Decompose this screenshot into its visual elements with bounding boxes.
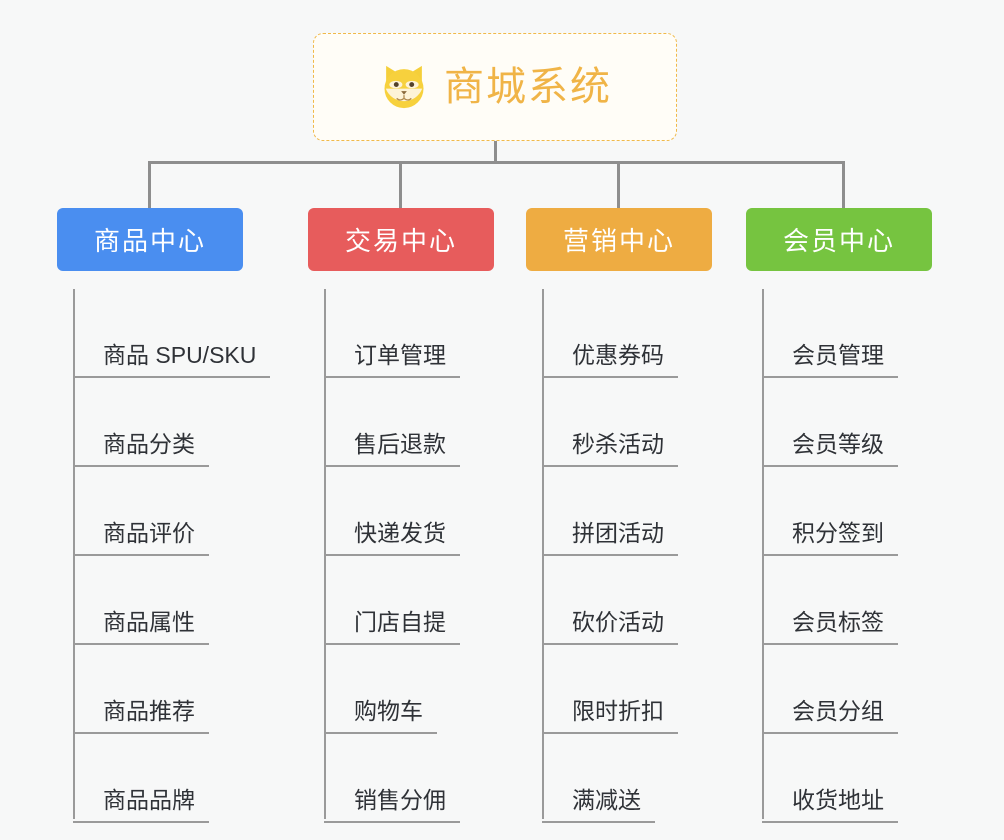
leaf-item-underline: 秒杀活动 xyxy=(542,430,678,467)
leaf-item[interactable]: 会员标签 xyxy=(746,556,932,645)
category-box-marketing-center[interactable]: 营销中心 xyxy=(526,208,712,271)
leaf-item-label: 会员分组 xyxy=(792,698,884,724)
leaf-item[interactable]: 限时折扣 xyxy=(526,645,712,734)
leaf-item[interactable]: 商品属性 xyxy=(57,556,243,645)
dog-face-icon xyxy=(384,65,424,109)
leaf-item-underline: 砍价活动 xyxy=(542,608,678,645)
leaf-item-label: 商品属性 xyxy=(103,609,195,635)
leaf-item-underline: 销售分佣 xyxy=(324,786,460,823)
leaf-item-label: 订单管理 xyxy=(354,342,446,368)
leaf-item[interactable]: 商品推荐 xyxy=(57,645,243,734)
leaf-item[interactable]: 会员等级 xyxy=(746,378,932,467)
leaf-item-underline: 购物车 xyxy=(324,697,437,734)
category-label: 交易中心 xyxy=(344,226,457,256)
leaf-item-label: 商品推荐 xyxy=(103,698,195,724)
leaf-item[interactable]: 拼团活动 xyxy=(526,467,712,556)
leaf-item-label: 优惠券码 xyxy=(572,342,664,368)
leaf-item-label: 购物车 xyxy=(354,698,423,724)
category-label: 营销中心 xyxy=(562,226,675,256)
leaf-item-underline: 收货地址 xyxy=(762,786,898,823)
connector-root-stem xyxy=(494,141,497,163)
leaf-list-product-center: 商品 SPU/SKU 商品分类商品评价商品属性商品推荐商品品牌 xyxy=(57,271,271,823)
leaf-item[interactable]: 秒杀活动 xyxy=(526,378,712,467)
connector-drop-marketing-center xyxy=(617,161,620,209)
leaf-item-underline: 拼团活动 xyxy=(542,519,678,556)
leaf-item-underline: 限时折扣 xyxy=(542,697,678,734)
leaf-item-underline: 商品分类 xyxy=(73,430,209,467)
leaf-item-underline: 优惠券码 xyxy=(542,341,678,378)
root-title: 商城系统 xyxy=(444,65,612,109)
leaf-item[interactable]: 销售分佣 xyxy=(308,734,494,823)
leaf-item-underline: 会员分组 xyxy=(762,697,898,734)
leaf-item[interactable]: 商品品牌 xyxy=(57,734,243,823)
leaf-item-label: 秒杀活动 xyxy=(572,431,664,457)
leaf-item-underline: 商品 SPU/SKU xyxy=(73,341,271,378)
leaf-item-underline: 商品属性 xyxy=(73,608,209,645)
leaf-item-label: 销售分佣 xyxy=(354,787,446,813)
leaf-item[interactable]: 商品分类 xyxy=(57,378,243,467)
leaf-item-label: 砍价活动 xyxy=(572,609,664,635)
leaf-item-underline: 会员管理 xyxy=(762,341,898,378)
leaf-item-label: 快递发货 xyxy=(354,520,446,546)
leaf-item-label: 收货地址 xyxy=(792,787,884,813)
leaf-item-label: 商品 SPU/SKU xyxy=(103,342,257,368)
leaf-item-label: 商品评价 xyxy=(103,520,195,546)
connector-drop-member-center xyxy=(842,161,845,209)
column-product-center: 商品中心商品 SPU/SKU 商品分类商品评价商品属性商品推荐商品品牌 xyxy=(57,208,271,823)
leaf-item[interactable]: 门店自提 xyxy=(308,556,494,645)
leaf-item[interactable]: 订单管理 xyxy=(308,289,494,378)
connector-drop-product-center xyxy=(148,161,151,209)
leaf-item-underline: 门店自提 xyxy=(324,608,460,645)
leaf-list-trade-center: 订单管理售后退款快递发货门店自提购物车销售分佣 xyxy=(308,271,494,823)
leaf-item[interactable]: 优惠券码 xyxy=(526,289,712,378)
leaf-item[interactable]: 会员管理 xyxy=(746,289,932,378)
leaf-item-label: 门店自提 xyxy=(354,609,446,635)
column-member-center: 会员中心会员管理会员等级积分签到会员标签会员分组收货地址 xyxy=(746,208,932,823)
leaf-item[interactable]: 售后退款 xyxy=(308,378,494,467)
leaf-item-label: 拼团活动 xyxy=(572,520,664,546)
leaf-item-underline: 会员标签 xyxy=(762,608,898,645)
leaf-item-underline: 订单管理 xyxy=(324,341,460,378)
leaf-item-label: 满减送 xyxy=(572,787,641,813)
leaf-list-marketing-center: 优惠券码秒杀活动拼团活动砍价活动限时折扣满减送 xyxy=(526,271,712,823)
leaf-item[interactable]: 快递发货 xyxy=(308,467,494,556)
connector-drop-trade-center xyxy=(399,161,402,209)
leaf-item-underline: 商品品牌 xyxy=(73,786,209,823)
leaf-item[interactable]: 满减送 xyxy=(526,734,712,823)
leaf-item[interactable]: 收货地址 xyxy=(746,734,932,823)
category-box-member-center[interactable]: 会员中心 xyxy=(746,208,932,271)
category-label: 商品中心 xyxy=(93,226,206,256)
leaf-item-label: 积分签到 xyxy=(792,520,884,546)
leaf-item-underline: 商品推荐 xyxy=(73,697,209,734)
leaf-item-underline: 快递发货 xyxy=(324,519,460,556)
leaf-item-label: 会员等级 xyxy=(792,431,884,457)
connector-horizontal-bus xyxy=(148,161,845,164)
leaf-item-label: 会员标签 xyxy=(792,609,884,635)
leaf-item[interactable]: 商品 SPU/SKU xyxy=(57,289,271,378)
leaf-item-label: 会员管理 xyxy=(792,342,884,368)
category-box-product-center[interactable]: 商品中心 xyxy=(57,208,243,271)
leaf-item-label: 商品品牌 xyxy=(103,787,195,813)
leaf-list-member-center: 会员管理会员等级积分签到会员标签会员分组收货地址 xyxy=(746,271,932,823)
leaf-item-underline: 满减送 xyxy=(542,786,655,823)
leaf-item[interactable]: 购物车 xyxy=(308,645,494,734)
root-node-mall-system[interactable]: 商城系统 xyxy=(313,33,677,141)
leaf-item-underline: 积分签到 xyxy=(762,519,898,556)
leaf-item-underline: 会员等级 xyxy=(762,430,898,467)
category-box-trade-center[interactable]: 交易中心 xyxy=(308,208,494,271)
leaf-item[interactable]: 砍价活动 xyxy=(526,556,712,645)
leaf-item-underline: 商品评价 xyxy=(73,519,209,556)
leaf-item-underline: 售后退款 xyxy=(324,430,460,467)
leaf-item[interactable]: 积分签到 xyxy=(746,467,932,556)
category-label: 会员中心 xyxy=(782,226,895,256)
column-marketing-center: 营销中心优惠券码秒杀活动拼团活动砍价活动限时折扣满减送 xyxy=(526,208,712,823)
leaf-item[interactable]: 商品评价 xyxy=(57,467,243,556)
leaf-item-label: 售后退款 xyxy=(354,431,446,457)
leaf-item-label: 限时折扣 xyxy=(572,698,664,724)
column-trade-center: 交易中心订单管理售后退款快递发货门店自提购物车销售分佣 xyxy=(308,208,494,823)
leaf-item-label: 商品分类 xyxy=(103,431,195,457)
leaf-item[interactable]: 会员分组 xyxy=(746,645,932,734)
